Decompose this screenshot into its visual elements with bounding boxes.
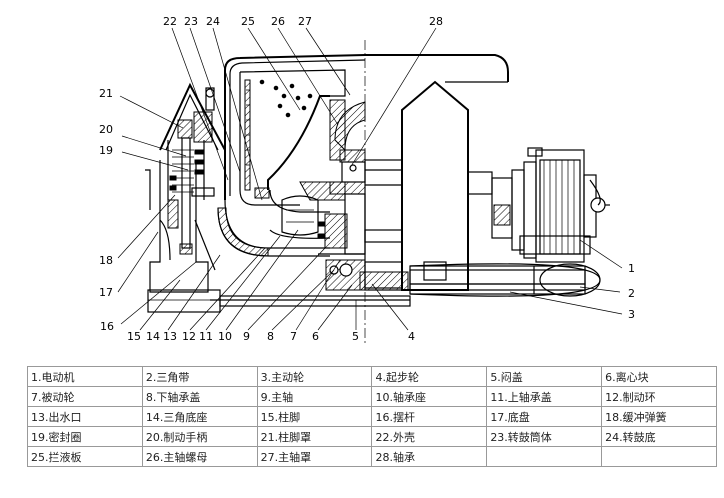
legend-cell: 2.三角带: [141, 366, 258, 387]
legend-cell: 26.主轴螺母: [141, 446, 258, 467]
legend-cell: 22.外壳: [371, 426, 488, 447]
callout-2: 2: [628, 287, 635, 300]
callout-23: 23: [184, 15, 198, 28]
legend-cell: 1.电动机: [27, 366, 143, 387]
brake-ring: [281, 195, 319, 236]
callout-labels: 22 23 24 25 26 27 28 21 20 19 18 17 16 1…: [99, 15, 635, 343]
legend-cell: 27.主轴罩: [256, 446, 373, 467]
shaft-column: [364, 80, 469, 291]
legend-cell: 14.三角底座: [141, 406, 258, 427]
legend-cell: 23.转鼓筒体: [486, 426, 603, 447]
callout-13: 13: [163, 330, 177, 343]
legend-cell: [486, 446, 603, 467]
legend-cell: 19.密封圈: [27, 426, 143, 447]
callout-10: 10: [218, 330, 232, 343]
legend-cell: 18.缓冲弹簧: [601, 406, 717, 427]
callout-26: 26: [271, 15, 285, 28]
legend-cell: 16.摆杆: [371, 406, 488, 427]
drum-holes: [259, 79, 313, 118]
legend-cell: 9.主轴: [256, 386, 373, 407]
legend-cell: 24.转鼓底: [601, 426, 717, 447]
callout-7: 7: [290, 330, 297, 343]
callout-28: 28: [429, 15, 443, 28]
legend-cell: 28.轴承: [371, 446, 488, 467]
callout-27: 27: [298, 15, 312, 28]
legend-cell: 21.柱脚罩: [256, 426, 373, 447]
drum: [239, 69, 346, 239]
legend-cell: 10.轴承座: [371, 386, 488, 407]
callout-17: 17: [99, 286, 113, 299]
pillar-foot: [145, 160, 216, 293]
swing-rod: [167, 111, 215, 255]
legend-cell: 12.制动环: [601, 386, 717, 407]
pulley-belt: [359, 263, 601, 297]
callout-4: 4: [408, 330, 415, 343]
callout-19: 19: [99, 144, 113, 157]
callout-21: 21: [99, 87, 113, 100]
legend-cell: 20.制动手柄: [141, 426, 258, 447]
legend-cell: 6.离心块: [601, 366, 717, 387]
electric-motor: [467, 147, 610, 263]
callout-1: 1: [628, 262, 635, 275]
callout-11: 11: [199, 330, 213, 343]
leader-lines: [117, 27, 623, 331]
legend-cell: 8.下轴承盖: [141, 386, 258, 407]
callout-15: 15: [127, 330, 141, 343]
legend-cell: 15.柱脚: [256, 406, 373, 427]
callout-22: 22: [163, 15, 177, 28]
callout-12: 12: [182, 330, 196, 343]
legend-cell: 17.底盘: [486, 406, 603, 427]
legend-cell: 7.被动轮: [27, 386, 143, 407]
legend-cell: 25.拦液板: [27, 446, 143, 467]
legend-cell: 11.上轴承盖: [486, 386, 603, 407]
pillar-foot-cover: [159, 82, 226, 200]
callout-20: 20: [99, 123, 113, 136]
callout-25: 25: [241, 15, 255, 28]
legend-cell: [601, 446, 717, 467]
legend-cell: 5.闷盖: [486, 366, 603, 387]
callout-9: 9: [243, 330, 250, 343]
legend-cell: 4.起步轮: [371, 366, 488, 387]
callout-24: 24: [206, 15, 220, 28]
legend-cell: 13.出水口: [27, 406, 143, 427]
centrifuge-drawing: 22 23 24 25 26 27 28 21 20 19 18 17 16 1…: [99, 15, 635, 345]
legend-cell: 3.主动轮: [256, 366, 373, 387]
callout-5: 5: [352, 330, 359, 343]
callout-18: 18: [99, 254, 113, 267]
callout-14: 14: [146, 330, 160, 343]
callout-8: 8: [267, 330, 274, 343]
callout-6: 6: [312, 330, 319, 343]
callout-16: 16: [100, 320, 114, 333]
callout-3: 3: [628, 308, 635, 321]
